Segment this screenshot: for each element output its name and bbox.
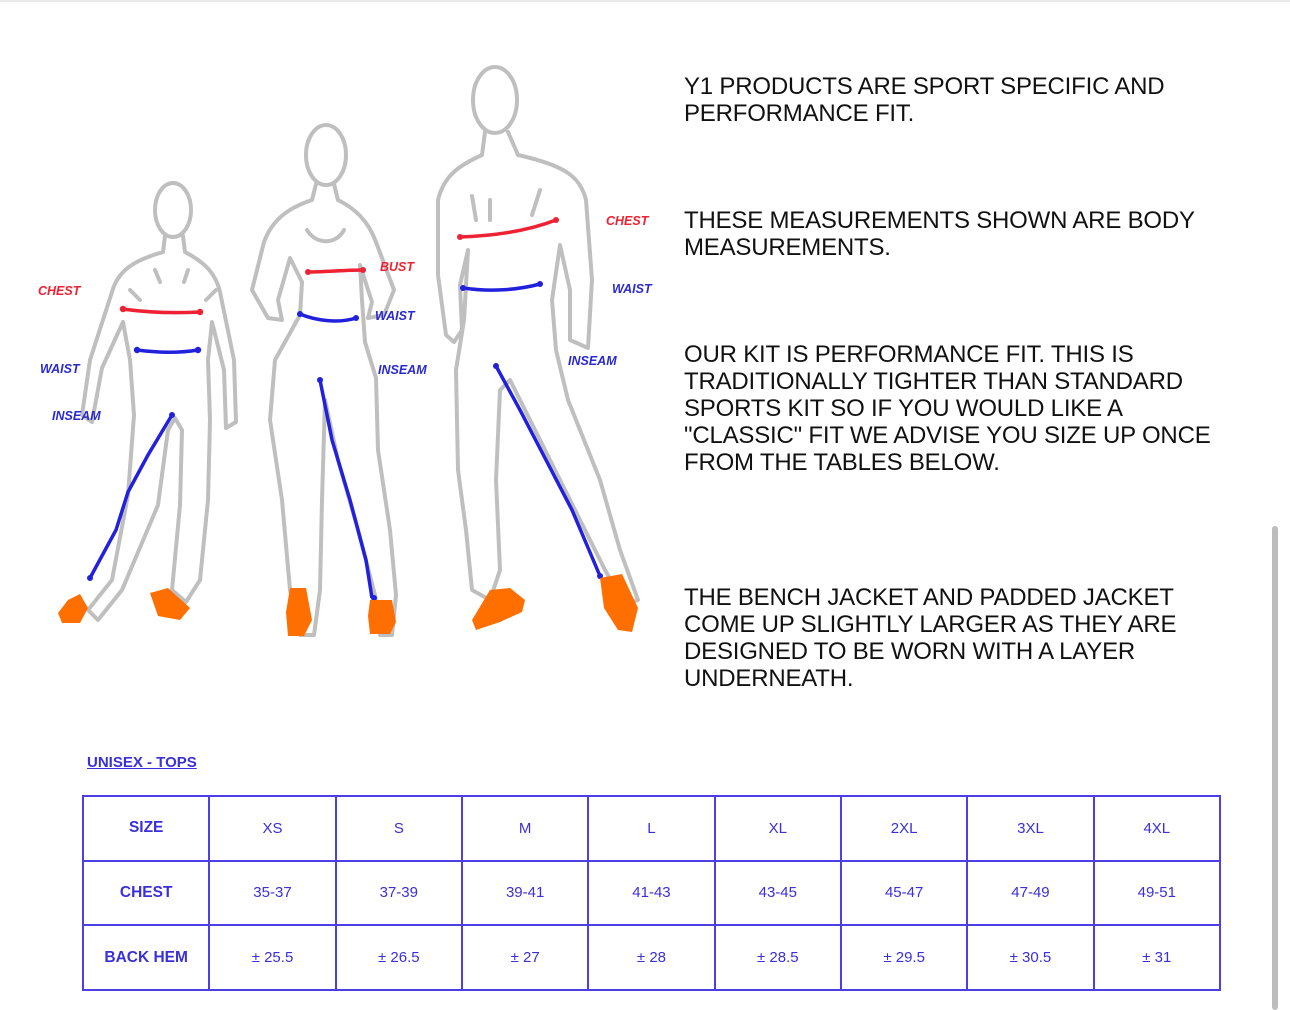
size-table: SIZE XS S M L XL 2XL 3XL 4XL CHEST 35-37… xyxy=(81,795,1222,991)
shoe-icon xyxy=(58,594,88,623)
table-cell: 41-43 xyxy=(587,859,716,927)
shoe-icon xyxy=(472,588,525,630)
table-cell: 49-51 xyxy=(1092,859,1222,927)
table-row-header: SIZE xyxy=(81,795,211,862)
table-row-header: CHEST xyxy=(81,859,211,927)
info-paragraph-measurements: THESE MEASUREMENTS SHOWN ARE BODY MEASUR… xyxy=(684,207,1195,261)
head-icon xyxy=(153,181,193,239)
male-right-measure-lines xyxy=(457,217,638,632)
table-cell: L xyxy=(587,795,716,862)
info-paragraph-performance: OUR KIT IS PERFORMANCE FIT. THIS IS TRAD… xyxy=(684,341,1211,476)
table-row-header: BACK HEM xyxy=(81,924,211,991)
shoe-icon xyxy=(600,574,638,632)
table-cell: ± 30.5 xyxy=(966,924,1095,991)
table-cell: ± 27 xyxy=(460,924,590,991)
table-cell: M xyxy=(460,795,590,862)
table-cell: ± 25.5 xyxy=(208,924,337,991)
male-left-measure-lines xyxy=(58,305,204,623)
table-cell: 47-49 xyxy=(966,859,1095,927)
male-right-waist-label: WAIST xyxy=(612,282,653,296)
table-cell: 35-37 xyxy=(208,859,337,927)
female-figure xyxy=(250,123,398,637)
female-inseam-label: INSEAM xyxy=(378,363,427,377)
table-row: SIZE XS S M L XL 2XL 3XL 4XL xyxy=(81,795,1222,862)
table-cell: 45-47 xyxy=(839,859,969,927)
female-waist-label: WAIST xyxy=(375,309,416,323)
male-left-inseam-label: INSEAM xyxy=(52,409,101,423)
table-cell: ± 29.5 xyxy=(839,924,969,991)
table-cell: XL xyxy=(713,795,842,862)
table-cell: 37-39 xyxy=(334,859,463,927)
shoe-icon xyxy=(150,588,190,620)
size-table-title-link[interactable]: UNISEX - TOPS xyxy=(87,754,197,771)
shoe-icon xyxy=(286,588,312,636)
table-cell: ± 26.5 xyxy=(334,924,463,991)
body-figures-svg: CHEST WAIST INSEAM BUST WAIST INSEAM xyxy=(38,65,653,637)
male-left-waist-label: WAIST xyxy=(40,362,81,376)
table-cell: 43-45 xyxy=(713,859,842,927)
table-row: CHEST 35-37 37-39 39-41 41-43 43-45 45-4… xyxy=(81,859,1222,927)
table-cell: ± 28.5 xyxy=(713,924,842,991)
table-cell: XS xyxy=(208,795,337,862)
table-row: BACK HEM ± 25.5 ± 26.5 ± 27 ± 28 ± 28.5 … xyxy=(81,924,1222,991)
male-figure-right xyxy=(436,65,640,607)
table-cell: ± 31 xyxy=(1092,924,1222,991)
head-icon xyxy=(304,123,348,187)
table-cell: S xyxy=(334,795,463,862)
table-cell: 4XL xyxy=(1092,795,1222,862)
page-scrollbar[interactable] xyxy=(1272,526,1278,1010)
table-cell: 39-41 xyxy=(460,859,590,927)
info-paragraph-jackets: THE BENCH JACKET AND PADDED JACKET COME … xyxy=(684,584,1177,692)
male-right-chest-label: CHEST xyxy=(606,214,650,228)
male-figure-left xyxy=(80,181,238,622)
female-bust-label: BUST xyxy=(380,260,415,274)
table-cell: 2XL xyxy=(839,795,969,862)
male-right-inseam-label: INSEAM xyxy=(568,354,617,368)
info-paragraph-fit: Y1 PRODUCTS ARE SPORT SPECIFIC AND PERFO… xyxy=(684,73,1165,127)
top-divider xyxy=(0,0,1290,2)
table-cell: ± 28 xyxy=(587,924,716,991)
table-cell: 3XL xyxy=(966,795,1095,862)
measurement-illustration: CHEST WAIST INSEAM BUST WAIST INSEAM xyxy=(20,60,670,660)
male-left-chest-label: CHEST xyxy=(38,284,82,298)
female-measure-lines xyxy=(286,267,396,636)
head-icon xyxy=(471,65,519,135)
shoe-icon xyxy=(368,600,396,634)
